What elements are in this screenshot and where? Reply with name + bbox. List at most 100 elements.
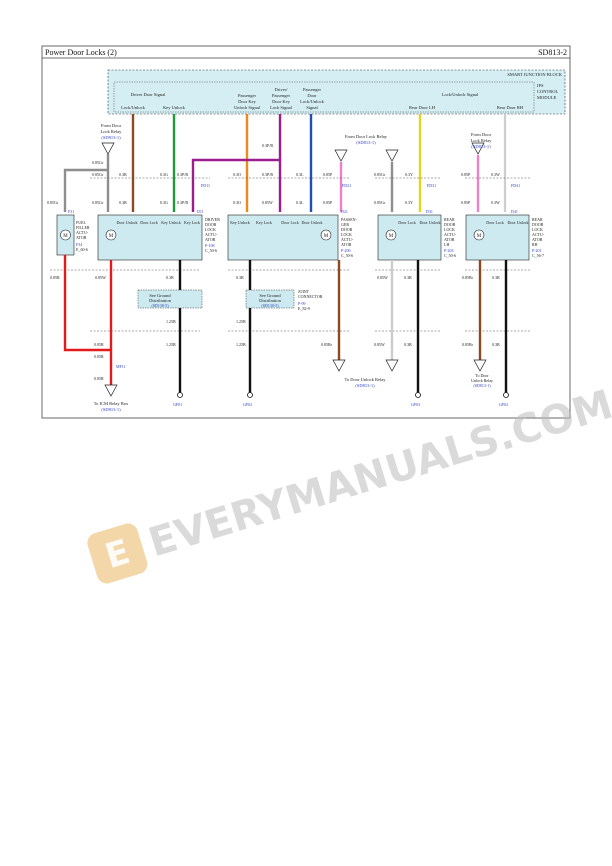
svg-text:0.85R: 0.85R: [94, 376, 104, 381]
to-unlock-2[interactable]: (SD813-1): [355, 383, 375, 388]
svg-text:GER: GER: [341, 222, 349, 227]
svg-text:Door Lock: Door Lock: [486, 220, 503, 225]
svg-text:Key Lock: Key Lock: [256, 220, 272, 225]
svg-text:1.25B: 1.25B: [166, 342, 176, 347]
key-lock-4: Lock Signal: [270, 105, 293, 110]
fd21-label[interactable]: FD21: [342, 183, 351, 188]
svg-text:0.3P/B: 0.3P/B: [177, 200, 188, 205]
svg-text:C_50-6: C_50-6: [205, 248, 217, 253]
mf11-label[interactable]: MF11: [116, 364, 126, 369]
svg-text:0.3O: 0.3O: [233, 172, 241, 177]
svg-text:0.3B: 0.3B: [404, 342, 412, 347]
svg-text:P-108: P-108: [205, 243, 215, 248]
joint-connector-2: CONNECTOR: [298, 294, 323, 299]
svg-text:DOOR: DOOR: [341, 227, 353, 232]
svg-text:M: M: [63, 234, 68, 239]
svg-text:ATOR: ATOR: [532, 237, 543, 242]
svg-text:DOOR: DOOR: [532, 222, 544, 227]
d31-label[interactable]: D31: [426, 209, 433, 214]
gray-fuel-wire: [63, 168, 108, 212]
svg-text:0.3W: 0.3W: [491, 172, 500, 177]
svg-text:Key Unlock: Key Unlock: [161, 220, 180, 225]
to-unlock-right-2: Unlock Relay: [471, 378, 493, 383]
driver-motor-icon: [105, 229, 117, 241]
svg-text:0.85Br: 0.85Br: [462, 342, 474, 347]
svg-text:0.3B: 0.3B: [492, 275, 500, 280]
from-relay-center-2[interactable]: (SD813-1): [356, 140, 376, 145]
ground-gf02-right: GF02: [499, 402, 508, 407]
fd41-label[interactable]: FD41: [511, 183, 520, 188]
rear-rh-motor-icon: [473, 229, 485, 241]
from-relay-left-3[interactable]: (SD813-1): [101, 135, 121, 140]
ground-distribution-center[interactable]: [245, 289, 295, 309]
svg-text:C_56-7: C_56-7: [532, 253, 544, 258]
svg-text:C_50-6: C_50-6: [444, 253, 456, 258]
svg-text:0.3B: 0.3B: [119, 172, 127, 177]
from-relay-right-3[interactable]: (SD813-1): [471, 144, 491, 149]
signal-wires: [63, 114, 507, 212]
bottom-terminals: [104, 359, 509, 398]
to-icm-2[interactable]: (SD813-1): [101, 407, 121, 412]
svg-text:ACTU-: ACTU-: [76, 230, 89, 235]
svg-text:F34: F34: [76, 242, 82, 247]
passenger-key-unlock-3: Unlock Signal: [234, 105, 261, 110]
svg-text:C_50-6: C_50-6: [341, 253, 353, 258]
pass-lock-1: Passenger: [303, 87, 321, 92]
ground-left-1: See Ground: [149, 293, 171, 298]
svg-text:RH: RH: [532, 242, 538, 247]
svg-text:0.85W: 0.85W: [262, 200, 273, 205]
fd31-label[interactable]: FD31: [427, 183, 436, 188]
ips-inner-box: [113, 81, 535, 113]
svg-text:0.85R: 0.85R: [94, 354, 104, 359]
connector-lines: [50, 177, 530, 332]
svg-text:0.85Gr: 0.85Gr: [374, 200, 386, 205]
d11-label[interactable]: D11: [197, 209, 204, 214]
svg-text:Key Lock: Key Lock: [184, 220, 200, 225]
svg-text:0.85Br: 0.85Br: [321, 342, 333, 347]
svg-text:0.3B: 0.3B: [492, 342, 500, 347]
watermark-logo-icon: [87, 523, 148, 584]
ground-left-3[interactable]: (SD130-5): [151, 303, 169, 308]
svg-text:Door Unlock: Door Unlock: [508, 220, 529, 225]
svg-text:Key Unlock: Key Unlock: [230, 220, 249, 225]
red-wire: [63, 255, 111, 352]
svg-text:PASSEN-: PASSEN-: [341, 217, 358, 222]
svg-text:LH: LH: [444, 242, 449, 247]
switch-labels: Door Unlock Door Lock Key Unlock Key Loc…: [117, 220, 529, 225]
svg-text:M: M: [324, 234, 329, 239]
svg-text:ACTU-: ACTU-: [205, 232, 218, 237]
f31-label[interactable]: F31: [68, 209, 74, 214]
svg-text:0.3P/B: 0.3P/B: [177, 172, 188, 177]
svg-text:0.3P/B: 0.3P/B: [262, 143, 273, 148]
to-unlock-right-3[interactable]: (SD813-1): [473, 383, 491, 388]
svg-text:ACTU-: ACTU-: [341, 237, 354, 242]
d21-label[interactable]: D21: [341, 209, 348, 214]
svg-text:ACTU-: ACTU-: [532, 232, 545, 237]
ground-center-3[interactable]: (SD130-5): [261, 303, 279, 308]
svg-text:0.85Gr: 0.85Gr: [47, 200, 59, 205]
ground-distribution-left[interactable]: [137, 289, 203, 309]
from-relay-right-2: Lock Relay: [471, 138, 493, 143]
svg-text:0.85Gr: 0.85Gr: [92, 172, 104, 177]
purple-branch-wire: [191, 158, 280, 212]
svg-text:0.3O: 0.3O: [233, 200, 241, 205]
svg-text:P-201: P-201: [532, 248, 542, 253]
svg-text:Door Lock: Door Lock: [281, 220, 298, 225]
svg-text:0.85W: 0.85W: [374, 342, 385, 347]
ips-label-3: MODULE: [537, 95, 556, 100]
svg-text:0.85W: 0.85W: [377, 275, 388, 280]
pass-lock-3: Lock/Unlock: [300, 99, 324, 104]
from-relay-left-1: From Door: [101, 123, 122, 128]
svg-text:Door Lock: Door Lock: [140, 220, 157, 225]
passenger-key-unlock-2: Door Key: [238, 99, 257, 104]
fd11-label[interactable]: FD11: [201, 183, 210, 188]
svg-text:0.85R: 0.85R: [50, 275, 60, 280]
ground-center-2: Distribution: [259, 298, 282, 303]
pass-lock-2: Door: [307, 93, 317, 98]
svg-text:REAR: REAR: [532, 217, 543, 222]
svg-text:1.25B: 1.25B: [236, 319, 246, 324]
svg-text:ATOR: ATOR: [205, 237, 216, 242]
rear-lh-label: Rear Door LH: [409, 105, 436, 110]
d41-label[interactable]: D41: [511, 209, 518, 214]
